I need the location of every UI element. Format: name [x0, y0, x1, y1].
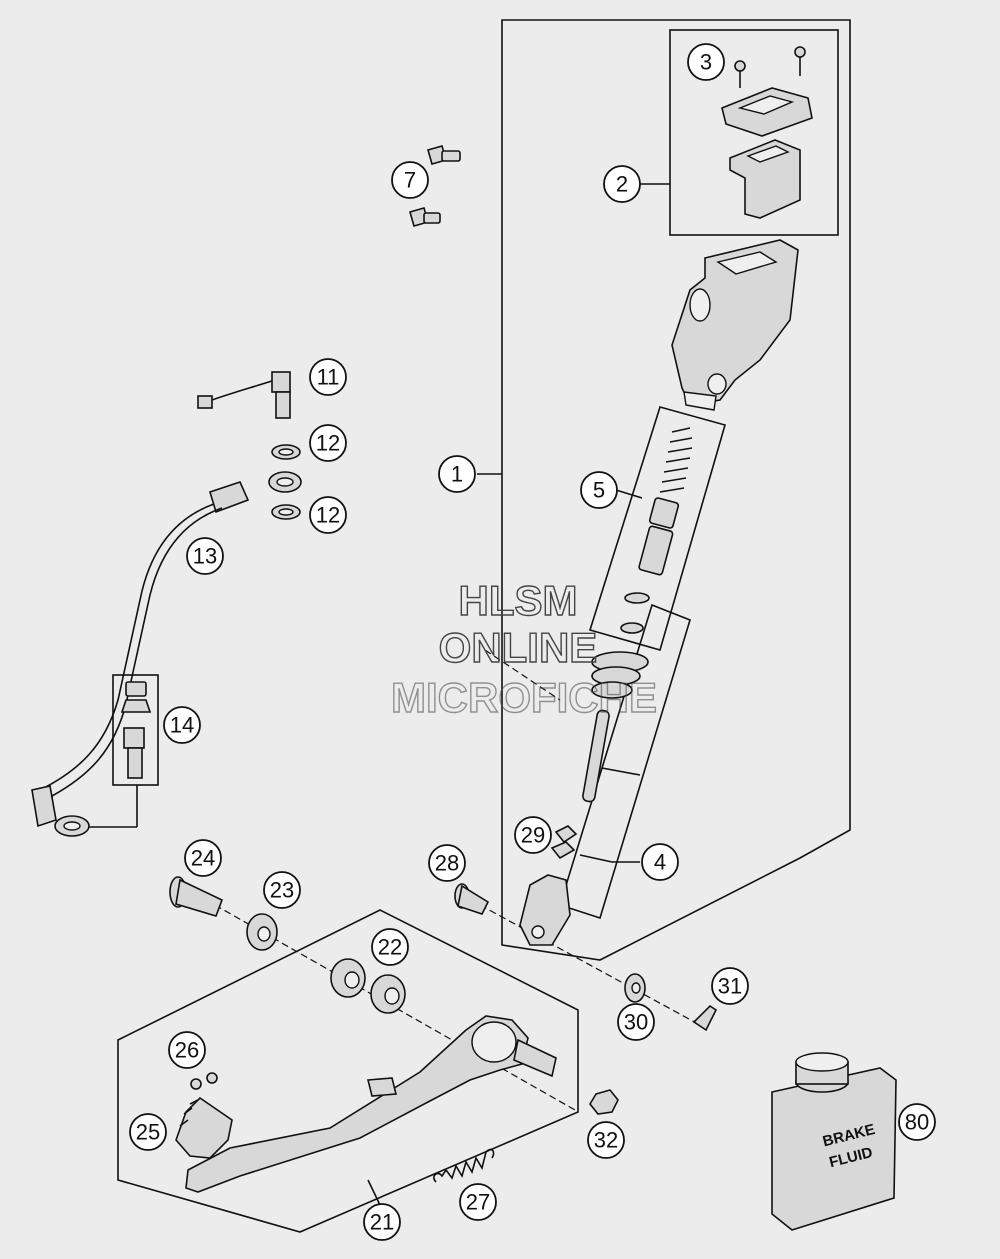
callout-30: 30 — [617, 1003, 655, 1041]
callout-label: 7 — [404, 168, 416, 193]
callout-label: 30 — [624, 1010, 648, 1035]
callout-label: 32 — [594, 1128, 618, 1153]
callout-23: 23 — [263, 871, 301, 909]
reservoir-cover-frame — [669, 29, 839, 236]
callout-label: 23 — [270, 878, 294, 903]
reservoir-cover — [721, 87, 813, 219]
pedal-tip — [175, 1072, 233, 1159]
callout-1: 1 — [438, 455, 476, 493]
callout-label: 24 — [191, 846, 215, 871]
callout-label: 22 — [378, 935, 402, 960]
cover-screws — [734, 46, 806, 88]
callout-12-lower: 12 — [309, 496, 347, 534]
watermark-line2: ONLINE — [439, 624, 598, 671]
callout-label: 2 — [616, 172, 628, 197]
callout-label: 3 — [700, 50, 712, 75]
callout-14: 14 — [163, 706, 201, 744]
banjo-bolt — [120, 681, 152, 779]
callout-label: 28 — [435, 851, 459, 876]
callout-label: 29 — [521, 823, 545, 848]
watermark-line3: MICROFICHE — [391, 674, 657, 721]
callout-7: 7 — [391, 161, 429, 199]
brake-line — [31, 471, 302, 837]
callout-32: 32 — [587, 1121, 625, 1159]
pushrod-kit — [519, 651, 649, 946]
pedal-nut — [589, 1089, 619, 1115]
callout-label: 12 — [316, 431, 340, 456]
callout-label: 13 — [193, 544, 217, 569]
pushrod-kit-frame — [559, 603, 691, 920]
callout-4: 4 — [641, 843, 679, 881]
callout-27: 27 — [459, 1183, 497, 1221]
piston-kit-frame — [588, 406, 726, 651]
callout-label: 5 — [593, 478, 605, 503]
callout-80: 80 — [898, 1103, 936, 1141]
callout-5: 5 — [580, 471, 618, 509]
banjo-bolt-frame — [112, 674, 159, 786]
callout-31: 31 — [711, 967, 749, 1005]
callout-label: 11 — [317, 365, 340, 390]
callout-2: 2 — [603, 165, 641, 203]
pedal-pivot-parts — [169, 876, 406, 1014]
callout-24: 24 — [184, 839, 222, 877]
callout-label: 80 — [905, 1110, 929, 1135]
callout-13: 13 — [186, 537, 224, 575]
group-frames — [112, 19, 851, 1233]
watermark: HLSM ONLINE MICROFICHE — [390, 576, 657, 721]
callout-label: 1 — [451, 462, 463, 487]
callout-label: 25 — [136, 1120, 160, 1145]
master-cylinder-frame — [501, 19, 851, 961]
callout-label: 21 — [370, 1210, 394, 1235]
watermark-line1: HLSM — [459, 577, 578, 624]
callout-11: 11 — [309, 358, 347, 396]
callout-12-upper: 12 — [309, 424, 347, 462]
brake-pedal — [185, 1015, 557, 1193]
return-spring — [433, 1148, 495, 1183]
callout-label: 14 — [170, 713, 194, 738]
callout-25: 25 — [129, 1113, 167, 1151]
sealing-rings — [271, 444, 301, 520]
callout-28: 28 — [428, 844, 466, 882]
master-cylinder-body — [671, 239, 799, 411]
callout-29: 29 — [514, 816, 552, 854]
callout-label: 27 — [466, 1190, 490, 1215]
callout-label: 31 — [718, 974, 742, 999]
brake-pedal-frame — [117, 909, 579, 1233]
clevis-pin-parts — [454, 883, 718, 1032]
callout-label: 4 — [654, 850, 666, 875]
piston-kit — [620, 427, 693, 634]
callout-3: 3 — [687, 43, 725, 81]
callout-26: 26 — [168, 1031, 206, 1069]
brake-light-switch — [197, 371, 291, 419]
callout-22: 22 — [371, 928, 409, 966]
callout-label: 12 — [316, 503, 340, 528]
callout-label: 26 — [175, 1038, 199, 1063]
callout-21: 21 — [363, 1203, 401, 1241]
bolts — [409, 145, 461, 227]
brake-fluid-bottle: BRAKE FLUID — [771, 1052, 897, 1231]
